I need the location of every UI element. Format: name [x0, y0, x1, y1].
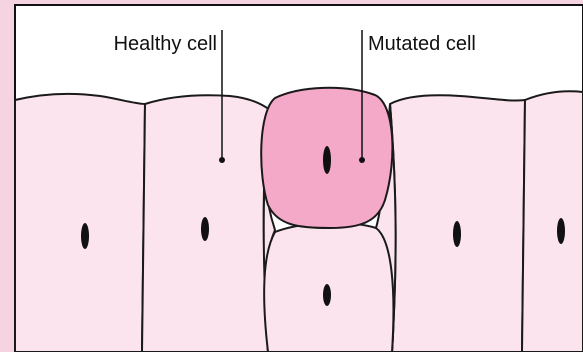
- nucleus-healthy-center-left: [201, 217, 209, 241]
- nucleus-displaced: [323, 284, 331, 306]
- healthy-cell-label: Healthy cell: [114, 33, 217, 55]
- nucleus-healthy-right: [557, 218, 565, 244]
- nucleus-mutated: [323, 146, 331, 174]
- mutated-pointer-dot: [359, 157, 365, 163]
- nucleus-healthy-left: [81, 223, 89, 249]
- mutated-cell-label: Mutated cell: [368, 33, 476, 55]
- healthy-pointer-dot: [219, 157, 225, 163]
- nucleus-healthy-center-right: [453, 221, 461, 247]
- healthy-cell-left: [15, 94, 145, 352]
- healthy-cell-right: [522, 91, 583, 352]
